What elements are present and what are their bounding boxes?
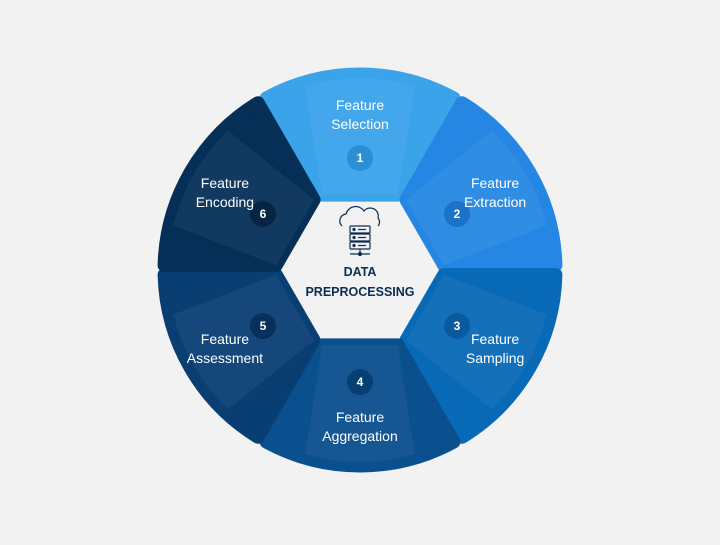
segment-label-line2-3: Sampling [466,350,524,366]
segment-label-line2-4: Aggregation [322,428,398,444]
segment-4 [259,338,461,473]
segment-3 [399,268,563,444]
segment-6 [157,96,321,272]
segment-facet-6 [173,130,314,266]
segment-label-line1-4: Feature [336,409,384,425]
segment-5 [157,268,321,444]
segments: 1FeatureSelection2FeatureExtraction3Feat… [157,67,563,473]
segment-label-line2-1: Selection [331,116,389,132]
segment-number-badge-4 [347,369,373,395]
segment-facet-1 [305,78,415,195]
segment-label-line1-6: Feature [201,175,249,191]
segment-number-badge-3 [443,313,470,339]
segment-number-2: 2 [454,207,461,221]
segment-label-line2-2: Extraction [464,194,526,210]
segment-number-3: 3 [454,319,461,333]
segment-number-5: 5 [260,319,267,333]
segment-label-line1-3: Feature [471,331,519,347]
segment-facet-3 [406,274,547,410]
segment-number-badge-1 [347,145,373,171]
segment-facet-5 [173,274,314,410]
center-title-line1: DATA [344,265,377,279]
center-title-line2: PREPROCESSING [305,285,414,299]
segment-label-line1-5: Feature [201,331,249,347]
segment-number-4: 4 [357,375,364,389]
segment-number-badge-2 [443,201,470,227]
segment-label-line2-6: Encoding [196,194,254,210]
segment-number-6: 6 [260,207,267,221]
server-cloud-icon [339,205,381,257]
segment-facet-4 [305,345,415,462]
segment-label-line2-5: Assessment [187,350,263,366]
segment-label-line1-1: Feature [336,97,384,113]
segment-number-badge-6 [250,201,277,227]
segment-1 [259,67,461,202]
segment-number-1: 1 [357,151,364,165]
segment-facet-2 [406,130,547,266]
segment-2 [399,96,563,272]
segment-label-line1-2: Feature [471,175,519,191]
segment-number-badge-5 [250,313,277,339]
